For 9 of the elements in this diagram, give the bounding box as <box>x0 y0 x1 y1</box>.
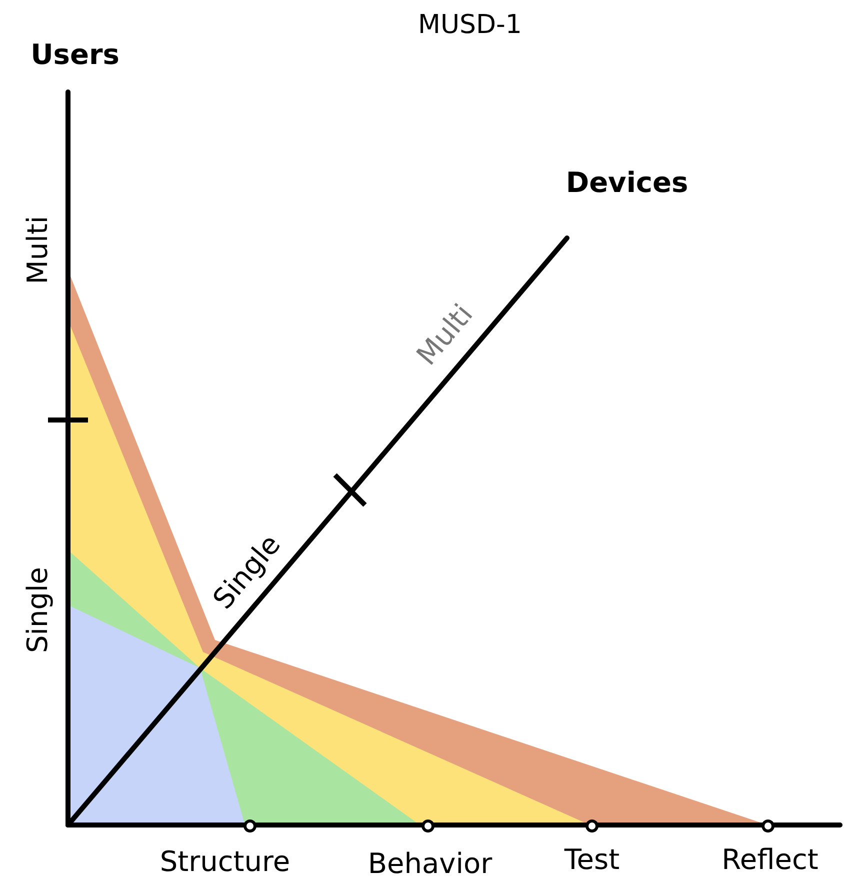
chart-title: MUSD-1 <box>418 12 522 38</box>
axis-tick-label: Reflect <box>722 846 818 874</box>
axis-tick-label: Test <box>564 846 620 874</box>
axis-tick-label: Structure <box>160 848 290 876</box>
axis-tick-label: Single <box>24 566 52 654</box>
axis-tick-label: Multi <box>24 216 52 284</box>
axis-title: Users <box>30 41 120 69</box>
axis-tick-label: Behavior <box>368 850 492 878</box>
axis-title: Devices <box>566 169 688 197</box>
